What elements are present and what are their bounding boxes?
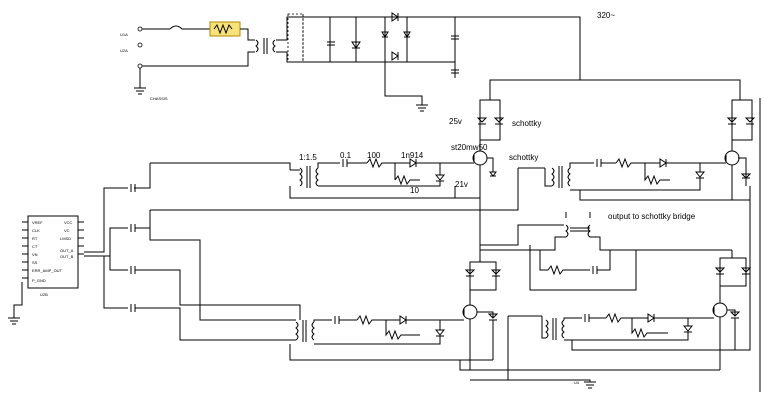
label-21v: 21v: [455, 180, 468, 189]
svg-text:OUT_A: OUT_A: [60, 248, 74, 253]
output-transformer: output to schottky bridge: [479, 180, 732, 276]
mains-input-section: U1A U2A CHASSIS: [120, 16, 300, 101]
output-note: output to schottky bridge: [608, 212, 696, 221]
svg-text:VCC: VCC: [64, 220, 73, 225]
hv-rail: 320~: [455, 11, 741, 100]
label-turns-ratio: 1:1.5: [299, 153, 317, 162]
svg-text:VC: VC: [64, 228, 70, 233]
ground-return: U4: [470, 379, 596, 389]
mosfet-top-right: [724, 99, 756, 200]
svg-text:U4: U4: [574, 380, 580, 385]
label-cap-0-1: 0.1: [340, 151, 352, 160]
svg-text:U1A: U1A: [120, 32, 128, 37]
svg-text:U2A: U2A: [120, 48, 128, 53]
input-bridge-rectifier: [356, 12, 459, 112]
filter-enclosure: [287, 13, 361, 63]
svg-text:P_GND: P_GND: [32, 278, 46, 283]
svg-text:LMSD: LMSD: [60, 236, 71, 241]
svg-text:ERR_AMP_OUT: ERR_AMP_OUT: [32, 268, 63, 273]
gate-drive-top-left: 1:1.5 0.1 100 1n914 10 21v: [134, 151, 480, 199]
svg-text:RT: RT: [32, 236, 38, 241]
gate-drive-bottom-right: [470, 245, 735, 381]
svg-text:OUT_B: OUT_B: [60, 254, 74, 259]
label-res-10: 10: [410, 186, 419, 195]
label-schottky-top: schottky: [512, 119, 541, 128]
mosfet-top-left: 25v schottky schottky st20mw50: [449, 99, 541, 180]
svg-text:CT: CT: [32, 244, 38, 249]
svg-text:VREF: VREF: [32, 220, 43, 225]
label-schottky-mid: schottky: [509, 153, 538, 162]
svg-text:CHASSIS: CHASSIS: [150, 96, 168, 101]
label-res-100: 100: [367, 151, 381, 160]
pwm-controller-ic: VREF CLK RT CT VN SS ERR_AMP_OUT P_GND V…: [8, 215, 84, 325]
svg-text:VN: VN: [32, 252, 38, 257]
mosfet-bottom-left: [462, 245, 502, 370]
voltage-rail-label: 320~: [597, 11, 615, 20]
svg-text:U2B: U2B: [40, 292, 48, 297]
svg-text:SS: SS: [32, 260, 38, 265]
svg-text:CLK: CLK: [32, 228, 40, 233]
label-st20mw50: st20mw50: [451, 143, 488, 152]
gate-drive-bottom-left: [289, 314, 720, 371]
ic-output-routing: [84, 184, 301, 341]
label-1n914: 1n914: [401, 151, 424, 160]
gate-drive-top-right: [150, 157, 751, 211]
label-25v: 25v: [449, 117, 462, 126]
mosfet-bottom-right: [712, 200, 752, 370]
